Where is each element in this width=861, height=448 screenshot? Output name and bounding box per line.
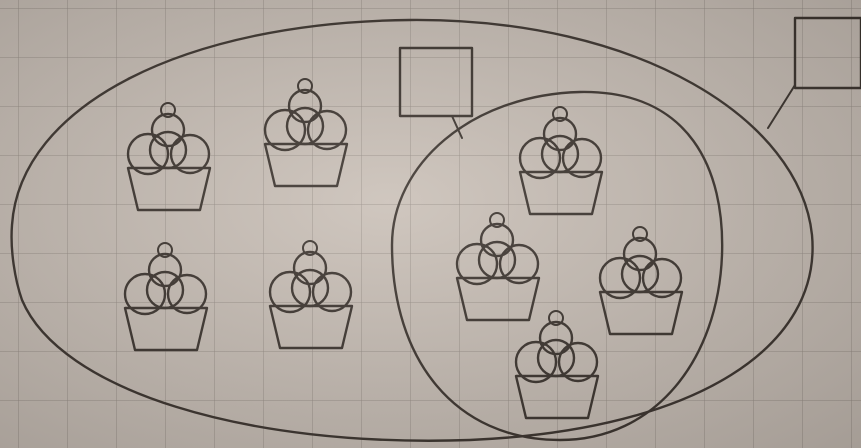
cupcake-icon: [128, 103, 210, 210]
outer-set-label-connector: [768, 85, 795, 128]
outer-set-ellipse: [12, 20, 813, 441]
cupcake-icon: [516, 311, 598, 418]
inner-set-ellipse: [392, 92, 722, 440]
cupcake-icon: [520, 107, 602, 214]
cupcake-icon: [265, 79, 347, 186]
inner-set-label-box: [400, 48, 472, 116]
cupcake-icon: [457, 213, 539, 320]
cupcake-icon: [600, 227, 682, 334]
cupcake-icon: [125, 243, 207, 350]
cupcake-icon: [270, 241, 352, 348]
outer-set-label-box: [795, 18, 861, 88]
